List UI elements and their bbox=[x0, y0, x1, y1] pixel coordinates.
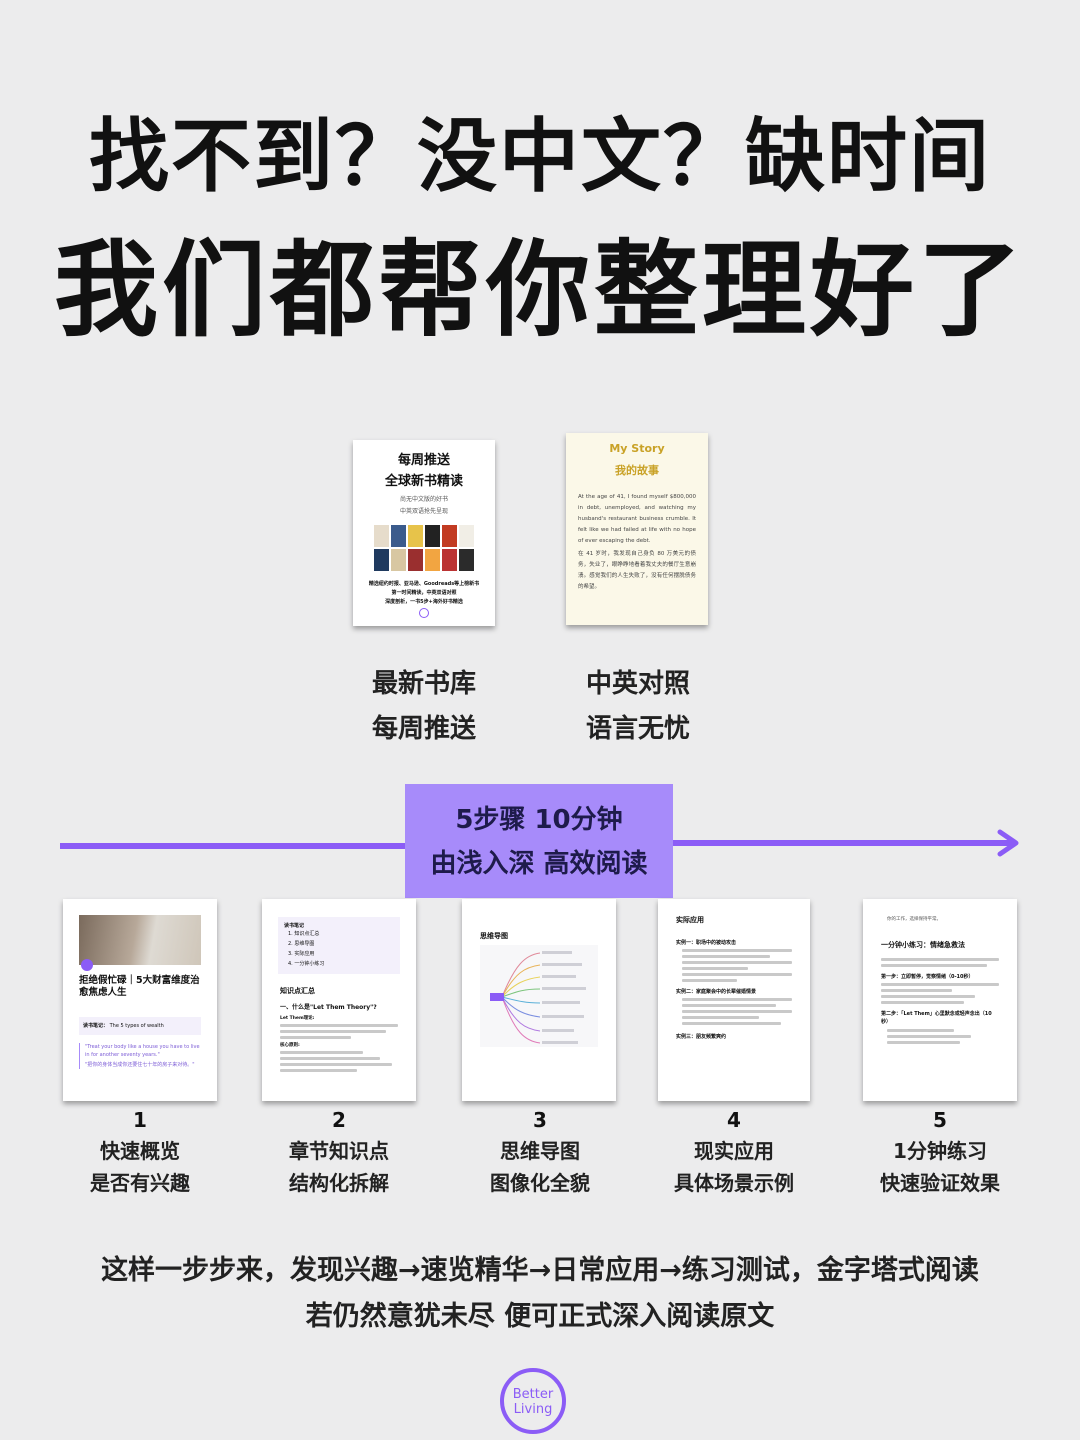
step2-toc-box: 读书笔记 1. 知识点汇总 2. 思维导图 3. 实际应用 4. 一分钟小练习 bbox=[278, 917, 400, 974]
headline-line-2: 我们都帮你整理好了 bbox=[53, 229, 1026, 351]
step5-step-2: 第二步：「Let Them」心里默念或轻声念出（10秒） bbox=[881, 1011, 992, 1025]
steps-banner: 5步骤 10分钟 由浅入深 高效阅读 bbox=[405, 784, 673, 898]
step-page-5: 你的工作，选择保持平常。 一分钟小练习：情绪急救法 第一步：立即暂停，觉察情绪（… bbox=[863, 899, 1017, 1101]
story-title-cn: 我的故事 bbox=[615, 464, 659, 477]
step-3-label-line-2: 图像化全貌 bbox=[490, 1171, 590, 1195]
better-living-logo: Better Living bbox=[500, 1368, 566, 1434]
step2-section-title: 知识点汇总 bbox=[280, 987, 315, 995]
step-3-label-line-1: 思维导图 bbox=[500, 1139, 580, 1163]
step4-example-3: 实例三：朋友频繁爽约 bbox=[676, 1034, 727, 1040]
step2-text-lines bbox=[280, 1024, 398, 1039]
banner-line-2: 由浅入深 高效阅读 bbox=[430, 849, 648, 879]
step4-example-2: 实例二：家庭聚会中的长辈催婚情景 bbox=[676, 989, 757, 995]
story-caption-1: 中英对照 bbox=[585, 669, 690, 699]
step2-heading: 一、什么是"Let Them Theory"? bbox=[280, 1004, 377, 1011]
timeline-line-left bbox=[60, 843, 406, 849]
step1-quote: "Treat your body like a house you have t… bbox=[79, 1043, 201, 1069]
step-4-label-line-1: 现实应用 bbox=[694, 1139, 774, 1163]
step-4-label-line-2: 具体场景示例 bbox=[674, 1171, 794, 1195]
step4-title: 实际应用 bbox=[676, 916, 704, 924]
step2-toc-item-1: 1. 知识点汇总 bbox=[288, 931, 320, 937]
step1-note-label: 读书笔记： bbox=[83, 1023, 109, 1029]
step1-note-value: The 5 types of wealth bbox=[109, 1023, 164, 1029]
step4-ex2-lines bbox=[682, 998, 792, 1025]
weekly-card-sub-1: 尚无中文版的好书 bbox=[399, 496, 448, 503]
step-number-3: 3 bbox=[533, 1108, 547, 1132]
step1-quote-en: "Treat your body like a house you have t… bbox=[85, 1044, 200, 1058]
step-label-2: 章节知识点 结构化拆解 bbox=[239, 1135, 439, 1199]
book-covers-grid bbox=[353, 524, 495, 572]
step5-title: 一分钟小练习：情绪急救法 bbox=[881, 941, 965, 949]
step2-toc-item-4: 4. 一分钟小练习 bbox=[288, 961, 325, 967]
arrow-head-icon bbox=[997, 829, 1019, 857]
weekly-caption-1: 最新书库 bbox=[371, 669, 476, 699]
step4-ex1-lines bbox=[682, 949, 792, 982]
step1-note-box: 读书笔记： The 5 types of wealth bbox=[79, 1017, 201, 1035]
timeline-line-right bbox=[672, 840, 1012, 846]
headline-line-1: 找不到？没中文？缺时间 bbox=[89, 110, 991, 203]
step2-subheading-2: 核心原则: bbox=[280, 1043, 300, 1048]
logo-line-2: Living bbox=[513, 1402, 553, 1417]
banner-line-1: 5步骤 10分钟 bbox=[455, 805, 623, 835]
step5-intro-lines bbox=[881, 958, 999, 967]
step-5-label-line-1: 1分钟练习 bbox=[893, 1139, 987, 1163]
step2-subheading-1: Let Them理论: bbox=[280, 1016, 315, 1021]
story-paragraph-en: At the age of 41, I found myself $800,00… bbox=[578, 494, 696, 544]
step3-title: 思维导图 bbox=[480, 932, 508, 940]
step-1-label-line-1: 快速概览 bbox=[100, 1139, 180, 1163]
step5-step1-lines bbox=[881, 983, 999, 1004]
weekly-caption-2: 每周推送 bbox=[371, 714, 476, 744]
weekly-card-body-3: 深度剖析，一书5步+海外好书精选 bbox=[385, 599, 463, 605]
story-title-en: My Story bbox=[609, 442, 665, 455]
step-page-4: 实际应用 实例一：职场中的被动攻击 实例二：家庭聚会中的长辈催婚情景 实例三：朋… bbox=[658, 899, 810, 1101]
step-page-3: 思维导图 bbox=[462, 899, 616, 1101]
step-page-1: 拒绝假忙碌｜5大财富维度治愈焦虑人生 读书笔记： The 5 types of … bbox=[63, 899, 217, 1101]
weekly-caption: 最新书库 每周推送 bbox=[344, 662, 504, 752]
step5-step2-lines bbox=[887, 1029, 999, 1044]
step2-toc-item-3: 3. 实际应用 bbox=[288, 951, 315, 957]
summary-line-1: 这样一步步来，发现兴趣→速览精华→日常应用→练习测试，金字塔式阅读 bbox=[101, 1255, 979, 1286]
step-1-label-line-2: 是否有兴趣 bbox=[90, 1171, 190, 1195]
step-number-2: 2 bbox=[332, 1108, 346, 1132]
step-number-5: 5 bbox=[933, 1108, 947, 1132]
book-cover-image bbox=[79, 915, 201, 971]
step-label-1: 快速概览 是否有兴趣 bbox=[40, 1135, 240, 1199]
step1-quote-cn: "把你的身体当成你还要住七十年的房子来对待。" bbox=[85, 1062, 195, 1068]
story-paragraph-cn: 在 41 岁时，我发现自己身负 80 万美元的债务，失业了，眼睁睁地看着我丈夫的… bbox=[578, 551, 696, 590]
story-caption-2: 语言无忧 bbox=[585, 714, 690, 744]
step5-intro: 你的工作，选择保持平常。 bbox=[887, 917, 941, 922]
step2-toc-title: 读书笔记 bbox=[284, 923, 305, 929]
step-label-4: 现实应用 具体场景示例 bbox=[634, 1135, 834, 1199]
weekly-card-body-1: 精选纽约时报、亚马逊、Goodreads等上榜新书 bbox=[368, 581, 480, 587]
step-number-4: 4 bbox=[727, 1108, 741, 1132]
mini-logo-icon bbox=[419, 608, 429, 618]
step2-bullet-lines bbox=[280, 1051, 398, 1072]
story-caption: 中英对照 语言无忧 bbox=[558, 662, 718, 752]
step-2-label-line-2: 结构化拆解 bbox=[289, 1171, 389, 1195]
step-label-5: 1分钟练习 快速验证效果 bbox=[840, 1135, 1040, 1199]
step-number-1: 1 bbox=[133, 1108, 147, 1132]
weekly-books-card: 每周推送 全球新书精读 尚无中文版的好书 中英双语抢先呈现 精选纽约时报、亚马逊… bbox=[353, 440, 495, 626]
step-2-label-line-1: 章节知识点 bbox=[289, 1139, 389, 1163]
weekly-card-title-2: 全球新书精读 bbox=[384, 474, 463, 489]
weekly-card-sub-2: 中英双语抢先呈现 bbox=[399, 508, 448, 515]
step-page-2: 读书笔记 1. 知识点汇总 2. 思维导图 3. 实际应用 4. 一分钟小练习 … bbox=[262, 899, 416, 1101]
step-5-label-line-2: 快速验证效果 bbox=[880, 1171, 1000, 1195]
weekly-card-title-1: 每周推送 bbox=[397, 453, 450, 468]
step4-example-1: 实例一：职场中的被动攻击 bbox=[676, 940, 737, 946]
logo-line-1: Better bbox=[512, 1387, 554, 1402]
bilingual-story-card: My Story 我的故事 At the age of 41, I found … bbox=[566, 433, 708, 625]
step-label-3: 思维导图 图像化全貌 bbox=[440, 1135, 640, 1199]
step1-book-title: 拒绝假忙碌｜5大财富维度治愈焦虑人生 bbox=[79, 975, 200, 998]
weekly-card-body-2: 第一时间精读，中英双语对照 bbox=[391, 590, 457, 596]
step5-step-1: 第一步：立即暂停，觉察情绪（0-10秒） bbox=[881, 974, 974, 980]
book-logo-icon bbox=[81, 959, 93, 971]
step2-toc-item-2: 2. 思维导图 bbox=[288, 941, 315, 947]
mind-map-diagram bbox=[480, 945, 598, 1047]
summary-line-2: 若仍然意犹未尽 便可正式深入阅读原文 bbox=[305, 1301, 775, 1332]
